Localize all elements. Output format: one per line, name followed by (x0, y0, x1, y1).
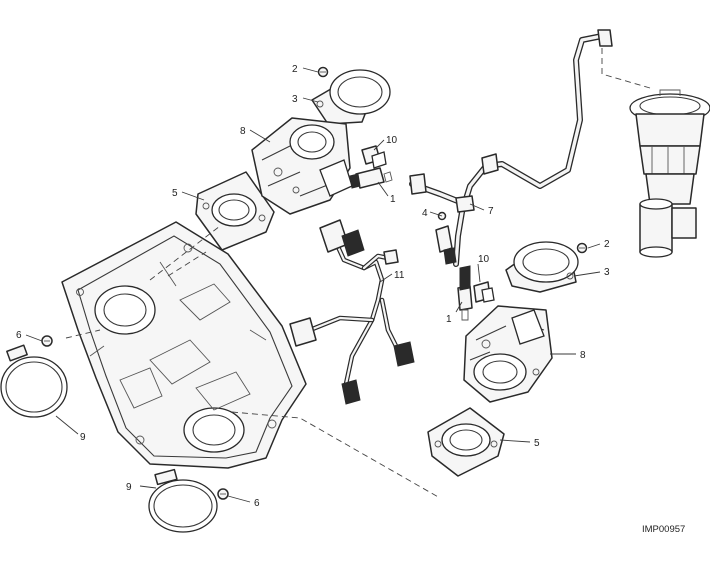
callout-5-top: 5 (172, 188, 178, 199)
screw-bottom (217, 488, 229, 500)
callout-2-right: 2 (604, 239, 610, 250)
callout-4: 4 (422, 208, 428, 219)
airbox-cover (61, 221, 307, 469)
callout-11: 11 (394, 270, 405, 281)
callout-5-lower: 5 (534, 438, 540, 449)
callout-10-lower: 10 (478, 254, 490, 265)
screw-top (317, 66, 329, 78)
callout-3-right: 3 (604, 267, 610, 278)
callout-10-top: 10 (386, 135, 398, 146)
callout-labels: 2 3 8 5 10 1 4 7 11 10 1 2 3 8 5 6 9 9 6… (16, 64, 685, 535)
hose-clamp-left (0, 344, 68, 418)
callout-7: 7 (488, 206, 494, 217)
hose-clamp-bottom (148, 468, 218, 533)
callout-6-left: 6 (16, 330, 22, 341)
injector-upper (349, 167, 393, 189)
fuel-distribution-hose (409, 29, 613, 267)
callout-9-bottom: 9 (126, 482, 132, 493)
leader-lines (25, 67, 601, 503)
screw-right (576, 242, 588, 254)
callout-3-top: 3 (292, 94, 298, 105)
intake-spacer-upper (195, 171, 275, 251)
callout-6-bottom: 6 (254, 498, 260, 509)
callout-8-lower: 8 (580, 350, 586, 361)
callout-9-left: 9 (80, 432, 86, 443)
fuel-pump-assembly (629, 89, 710, 258)
intake-spacer-lower (427, 407, 505, 477)
alignment-lines (65, 48, 651, 499)
throttle-body-upper (251, 117, 353, 215)
injector-lower (457, 265, 473, 321)
wiring-harness (289, 219, 415, 405)
throttle-body-lower (463, 305, 553, 403)
injector-bracket-upper (361, 145, 387, 169)
callout-2-top: 2 (292, 64, 298, 75)
callout-1-top: 1 (390, 194, 396, 205)
injector-bracket-lower (473, 281, 495, 303)
screw-left (41, 335, 53, 347)
callout-1-lower: 1 (446, 314, 452, 325)
callout-8-top: 8 (240, 126, 246, 137)
reference-code: IMP00957 (642, 524, 685, 535)
intake-funnel-lower (505, 241, 579, 293)
intake-funnel-upper (311, 69, 391, 125)
